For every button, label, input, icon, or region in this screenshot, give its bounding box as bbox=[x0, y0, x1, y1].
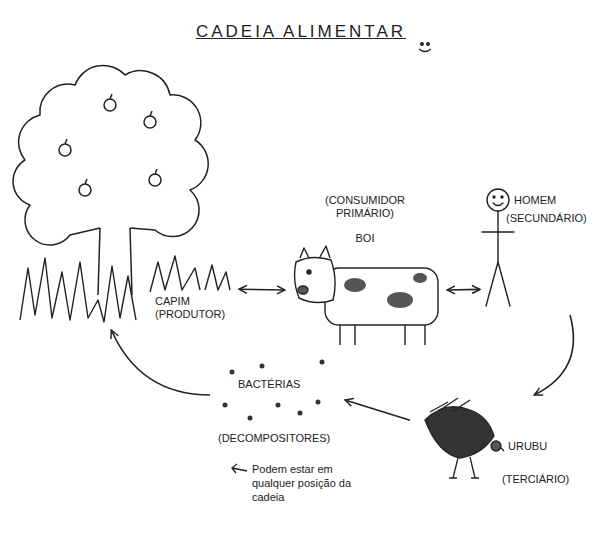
food-chain-arrow bbox=[447, 289, 480, 291]
organism-label: BACTÉRIAS bbox=[238, 378, 300, 391]
man-drawing bbox=[497, 211, 498, 262]
organism-label: (TERCIÁRIO) bbox=[502, 473, 569, 486]
organism-label: URUBU bbox=[508, 440, 547, 453]
note-leader bbox=[232, 464, 237, 473]
ox-drawing bbox=[344, 278, 366, 292]
organism-label: (CONSUMIDOR PRIMÁRIO) bbox=[310, 194, 420, 220]
tree-drawing bbox=[144, 116, 156, 128]
bacteria-dots bbox=[248, 416, 253, 421]
tree-drawing bbox=[59, 144, 71, 156]
ox-drawing bbox=[298, 286, 308, 294]
tree-drawing bbox=[110, 94, 112, 99]
vulture-drawing bbox=[430, 398, 470, 412]
ox-drawing bbox=[295, 257, 336, 302]
vulture-drawing bbox=[500, 447, 504, 451]
man-drawing bbox=[482, 189, 514, 306]
diagram-title: CADEIA ALIMENTAR bbox=[0, 22, 602, 42]
grass-drawing bbox=[20, 258, 136, 322]
smiley bbox=[421, 43, 424, 46]
grass-drawing bbox=[150, 256, 200, 292]
grass-drawing bbox=[205, 265, 230, 290]
note-leader bbox=[232, 464, 247, 473]
organism-label: (SECUNDÁRIO) bbox=[506, 212, 587, 225]
ox-drawing bbox=[413, 273, 427, 283]
vulture-drawing bbox=[449, 457, 479, 478]
tree-drawing bbox=[85, 179, 87, 184]
bacteria-dots bbox=[316, 400, 321, 405]
organism-label: BOI bbox=[285, 232, 445, 245]
bacteria-dots bbox=[298, 411, 303, 416]
ox-drawing bbox=[300, 248, 309, 258]
organism-group: (CONSUMIDOR PRIMÁRIO) BOI bbox=[285, 190, 447, 350]
man-drawing bbox=[487, 189, 509, 211]
man-drawing bbox=[482, 231, 514, 232]
vulture-drawing bbox=[491, 441, 501, 451]
bacteria-dots bbox=[230, 370, 235, 375]
ox-drawing bbox=[307, 270, 311, 274]
organism-group: HOMEM (SECUNDÁRIO) bbox=[480, 180, 598, 315]
tree-drawing bbox=[79, 184, 91, 196]
smiley bbox=[427, 43, 430, 46]
vulture-drawing bbox=[425, 407, 494, 458]
ox-drawing bbox=[340, 325, 425, 345]
organism-label: CAPIM (PRODUTOR) bbox=[155, 295, 237, 321]
tree-drawing bbox=[149, 174, 161, 186]
food-chain-arrow bbox=[239, 288, 285, 290]
bacteria-dots bbox=[276, 403, 281, 408]
man-drawing bbox=[493, 196, 495, 198]
organism-group: URUBU (TERCIÁRIO) bbox=[410, 395, 590, 500]
note-text: Podem estar em qualquer posição da cadei… bbox=[252, 462, 364, 504]
organism-label: (DECOMPOSITORES) bbox=[218, 432, 330, 445]
tree-drawing bbox=[98, 228, 100, 295]
man-drawing bbox=[486, 262, 510, 306]
vulture-drawing bbox=[425, 398, 504, 478]
ox-drawing bbox=[320, 246, 330, 258]
tree-drawing bbox=[13, 66, 208, 245]
bacteria-dots bbox=[320, 360, 325, 365]
food-chain-arrow bbox=[345, 400, 410, 420]
organism-label: HOMEM bbox=[514, 194, 556, 207]
tree-drawing bbox=[13, 66, 208, 295]
tree-drawing bbox=[155, 169, 157, 174]
bacteria-dots bbox=[223, 360, 325, 421]
bacteria-dots bbox=[223, 403, 228, 408]
food-chain-arrow bbox=[111, 330, 210, 395]
tree-drawing bbox=[65, 139, 67, 144]
food-chain-arrow bbox=[534, 315, 573, 395]
man-drawing bbox=[501, 196, 503, 198]
organism-group: BACTÉRIAS (DECOMPOSITORES) bbox=[210, 350, 345, 450]
ox-drawing bbox=[325, 268, 438, 325]
ox-drawing bbox=[295, 246, 438, 345]
smiley bbox=[419, 49, 431, 52]
organism-group: CAPIM (PRODUTOR) bbox=[15, 75, 239, 330]
bacteria-dots bbox=[260, 364, 265, 369]
tree-drawing bbox=[104, 99, 116, 111]
smiley bbox=[419, 43, 431, 52]
ox-drawing bbox=[387, 292, 413, 308]
tree-drawing bbox=[150, 111, 152, 116]
man-drawing bbox=[493, 203, 503, 206]
